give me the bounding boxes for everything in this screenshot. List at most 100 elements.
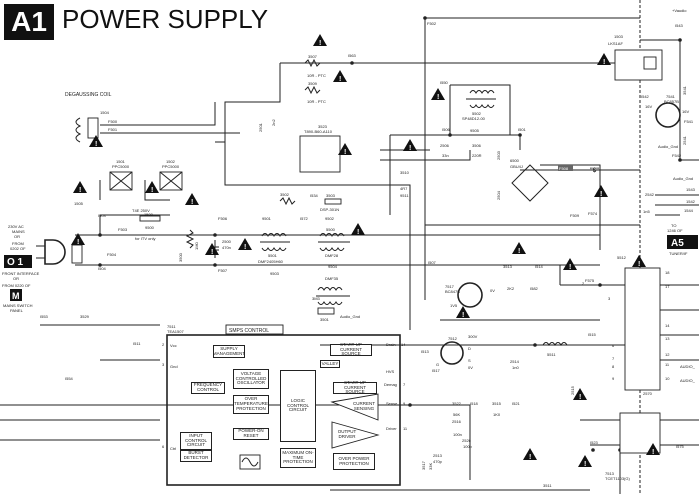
component-label: 5512 <box>617 255 627 260</box>
component-label: I543 <box>675 23 684 28</box>
component-label: 8 <box>612 364 615 369</box>
component-label: 3501 <box>320 317 330 322</box>
warning-triangle-icon <box>594 185 608 197</box>
warning-mark: ! <box>319 40 321 47</box>
component-label: 1n0 <box>512 365 519 370</box>
component-label: I523 <box>590 440 599 445</box>
component-label: 2515 <box>570 385 575 395</box>
component-label: 33K <box>428 463 433 470</box>
component-label: F508 <box>559 166 569 171</box>
component-label: FROM <box>12 241 24 246</box>
component-label: F504 <box>107 252 117 257</box>
component-label: TO <box>671 223 676 228</box>
component-label: 3 <box>162 362 165 367</box>
warning-triangle-icon <box>89 135 103 147</box>
component-label: 470n <box>222 245 231 250</box>
component-label: AUDIO_ <box>680 364 696 369</box>
component-label: 1542 <box>686 199 696 204</box>
warning-mark: ! <box>518 248 520 255</box>
warning-mark: ! <box>603 59 605 66</box>
component-label: 1501 <box>116 159 126 164</box>
warning-triangle-icon <box>431 88 445 100</box>
component-label: F506 <box>218 216 228 221</box>
warning-triangle-icon <box>512 242 526 254</box>
component-label: 2516 <box>452 419 462 424</box>
component-label: 5500 <box>326 227 336 232</box>
component-label: I534 <box>310 193 319 198</box>
component-label: 0V <box>490 288 495 293</box>
component-label: AUDIO_ <box>680 378 696 383</box>
component-label: Vcc <box>170 343 177 348</box>
component-label: 2514 <box>510 359 520 364</box>
warning-triangle-icon <box>403 139 417 151</box>
page-title: POWER SUPPLY <box>62 4 269 34</box>
component-label: 3503 <box>326 193 336 198</box>
component-label: 6 <box>162 444 165 449</box>
component-label: 1543 <box>686 187 696 192</box>
component-label: I514 <box>535 264 544 269</box>
component-label: 3506 <box>472 143 482 148</box>
component-label: 5502 <box>472 111 482 116</box>
component-label: FRONT INTERFACE <box>2 271 40 276</box>
component-label: I572 <box>300 216 309 221</box>
component-label: 10R - PTC <box>307 99 326 104</box>
component-label: GBU4J <box>510 164 523 169</box>
warning-mark: ! <box>437 94 439 101</box>
component-label: F542 <box>672 153 682 158</box>
component-label: I550 <box>440 80 449 85</box>
component-label: 3 <box>608 296 611 301</box>
component-label: SMPS CONTROL <box>229 328 269 334</box>
component-label: I563 <box>348 53 357 58</box>
warning-triangle-icon <box>632 255 646 267</box>
component-label: BC847B <box>445 289 460 294</box>
component-label: F575 <box>585 278 595 283</box>
warning-triangle-icon <box>456 306 470 318</box>
component-label: 3502 <box>280 192 290 197</box>
component-label: I504 <box>98 266 107 271</box>
component-label: 2506 <box>440 143 450 148</box>
component-label: 2570 <box>643 391 653 396</box>
component-label: I575 <box>676 444 685 449</box>
component-label: 4R7 <box>400 186 408 191</box>
warning-mark: ! <box>77 239 79 246</box>
logic-control-block: LOGIC CONTROL CIRCUIT <box>280 370 316 442</box>
component-label: 5511 <box>547 352 556 357</box>
component-label: 1n5 <box>643 209 650 214</box>
component-label: "$" <box>590 168 599 174</box>
warning-mark: ! <box>529 454 531 461</box>
component-label: TCET1103(G) <box>605 476 630 481</box>
component-label: OR <box>14 234 20 239</box>
front-interface-badge: O 1 <box>7 257 24 268</box>
component-label: 3517 <box>421 460 426 470</box>
component-label: 3529 <box>80 314 90 319</box>
max-on-time-block: MAXIMUM ON-TIME PROTECTION <box>280 448 316 468</box>
component-label: 2513 <box>433 453 443 458</box>
warning-mark: ! <box>652 449 654 456</box>
component-label: I518 <box>470 401 479 406</box>
component-label: 7513 <box>605 471 615 476</box>
mains-plug: 230V AC MAINS OR FROM 0202 OF O 1 FRONT … <box>2 224 83 313</box>
component-label: 10 <box>665 376 670 381</box>
component-label: LKS1AF <box>608 41 623 46</box>
component-label: 1M0 <box>194 241 199 250</box>
warning-triangle-icon <box>185 193 199 205</box>
component-label: Demag <box>384 382 397 387</box>
burst-detector-block: BURST DETECTOR <box>180 450 212 462</box>
component-label: 9501 <box>262 216 272 221</box>
component-label: 56K <box>453 412 460 417</box>
warning-triangle-icon <box>313 34 327 46</box>
component-label: Sense <box>386 401 398 406</box>
warning-mark: ! <box>79 187 81 194</box>
component-label: I521 <box>512 401 521 406</box>
component-label: 2500 <box>222 239 232 244</box>
component-label: 2n2 <box>271 119 276 126</box>
component-label: SP48D12-00 <box>462 116 486 121</box>
power-on-reset-block: POWER-ON RESET <box>233 428 269 440</box>
component-label: 9502 <box>325 216 335 221</box>
component-label: S <box>468 358 471 363</box>
component-label: I517 <box>432 368 441 373</box>
